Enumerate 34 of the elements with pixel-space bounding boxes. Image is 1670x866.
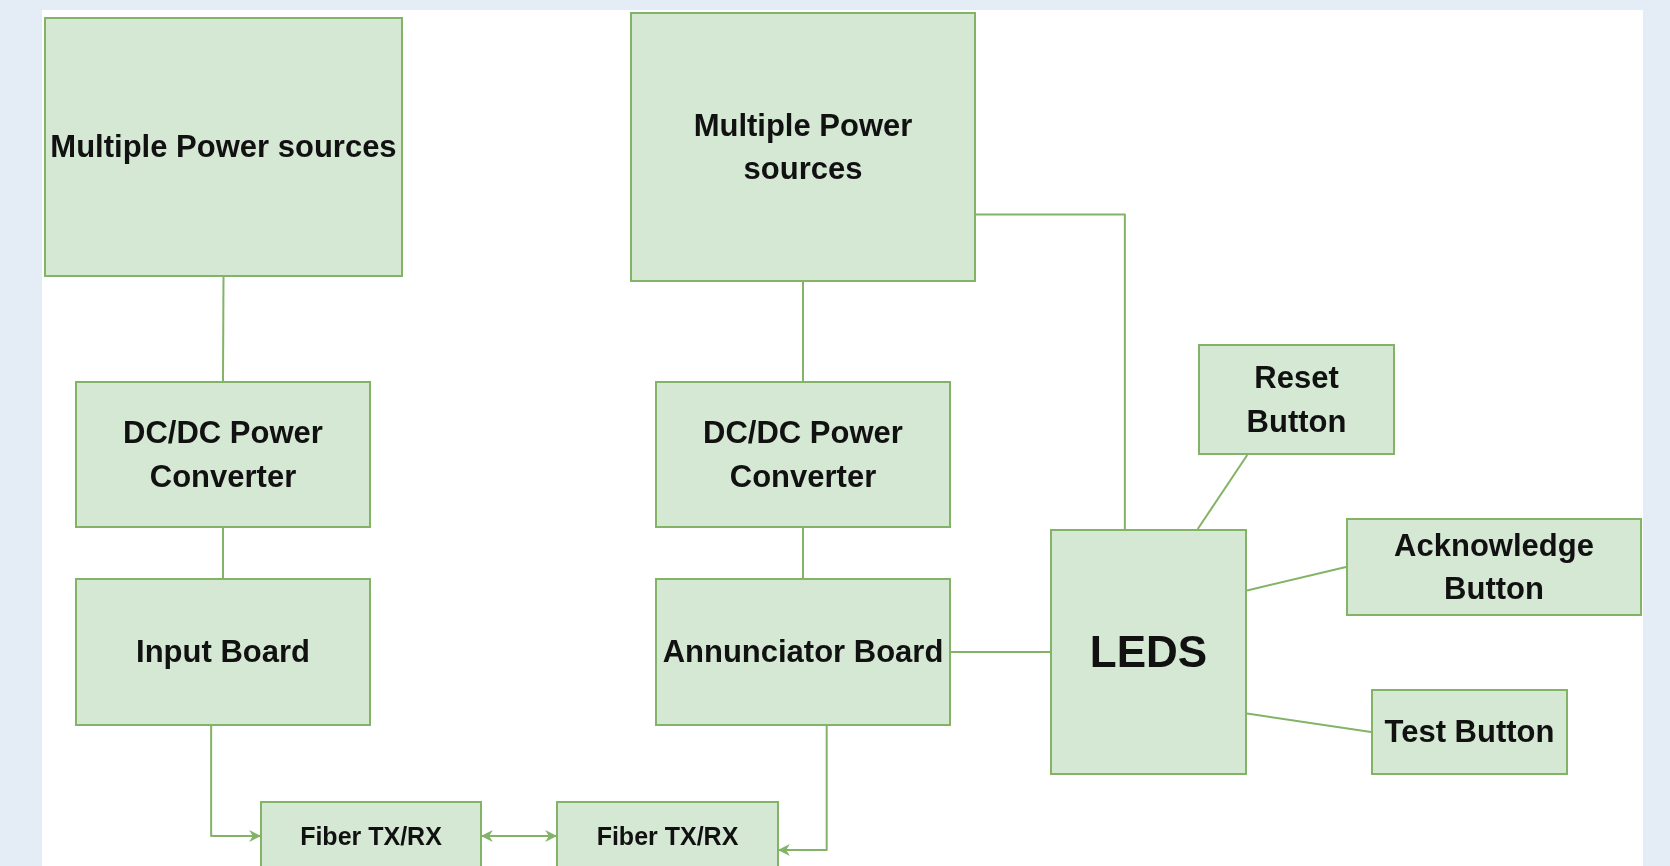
- connector-line: [950, 651, 1051, 653]
- connector-line: [975, 213, 1126, 530]
- block-box: [630, 12, 976, 282]
- block-box: [260, 801, 482, 866]
- block-label: Input Board: [136, 633, 310, 672]
- block-box: [1371, 689, 1568, 775]
- block-label: DC/DC Power Converter: [122, 414, 324, 496]
- connector-line: [1246, 566, 1347, 592]
- block-box: [1346, 518, 1642, 616]
- block-box: [75, 578, 371, 726]
- block-label: Multiple Power sources: [692, 106, 914, 188]
- block-label: LEDS: [1089, 626, 1208, 679]
- block-box: [44, 17, 403, 277]
- block-label: Acknowledge Button: [1393, 526, 1595, 608]
- block-box: [655, 381, 951, 528]
- connector-line: [1246, 712, 1372, 733]
- connector-line: [1196, 454, 1249, 530]
- connector-line: [210, 725, 262, 842]
- block-label: DC/DC Power Converter: [702, 414, 904, 496]
- block-box: [1050, 529, 1247, 775]
- block-box: [556, 801, 779, 866]
- block-box: [1198, 344, 1395, 455]
- block-box: [655, 578, 951, 726]
- connector-line: [222, 276, 225, 382]
- block-label: Reset Button: [1245, 359, 1348, 441]
- connector-line: [222, 527, 224, 579]
- connector-line: [802, 281, 804, 382]
- block-label: Fiber TX/RX: [300, 820, 442, 852]
- block-label: Multiple Power sources: [50, 128, 397, 167]
- block-label: Test Button: [1384, 713, 1555, 752]
- block-label: Annunciator Board: [662, 633, 944, 672]
- block-box: [75, 381, 371, 528]
- block-label: Fiber TX/RX: [596, 820, 739, 852]
- connector-line: [802, 527, 804, 579]
